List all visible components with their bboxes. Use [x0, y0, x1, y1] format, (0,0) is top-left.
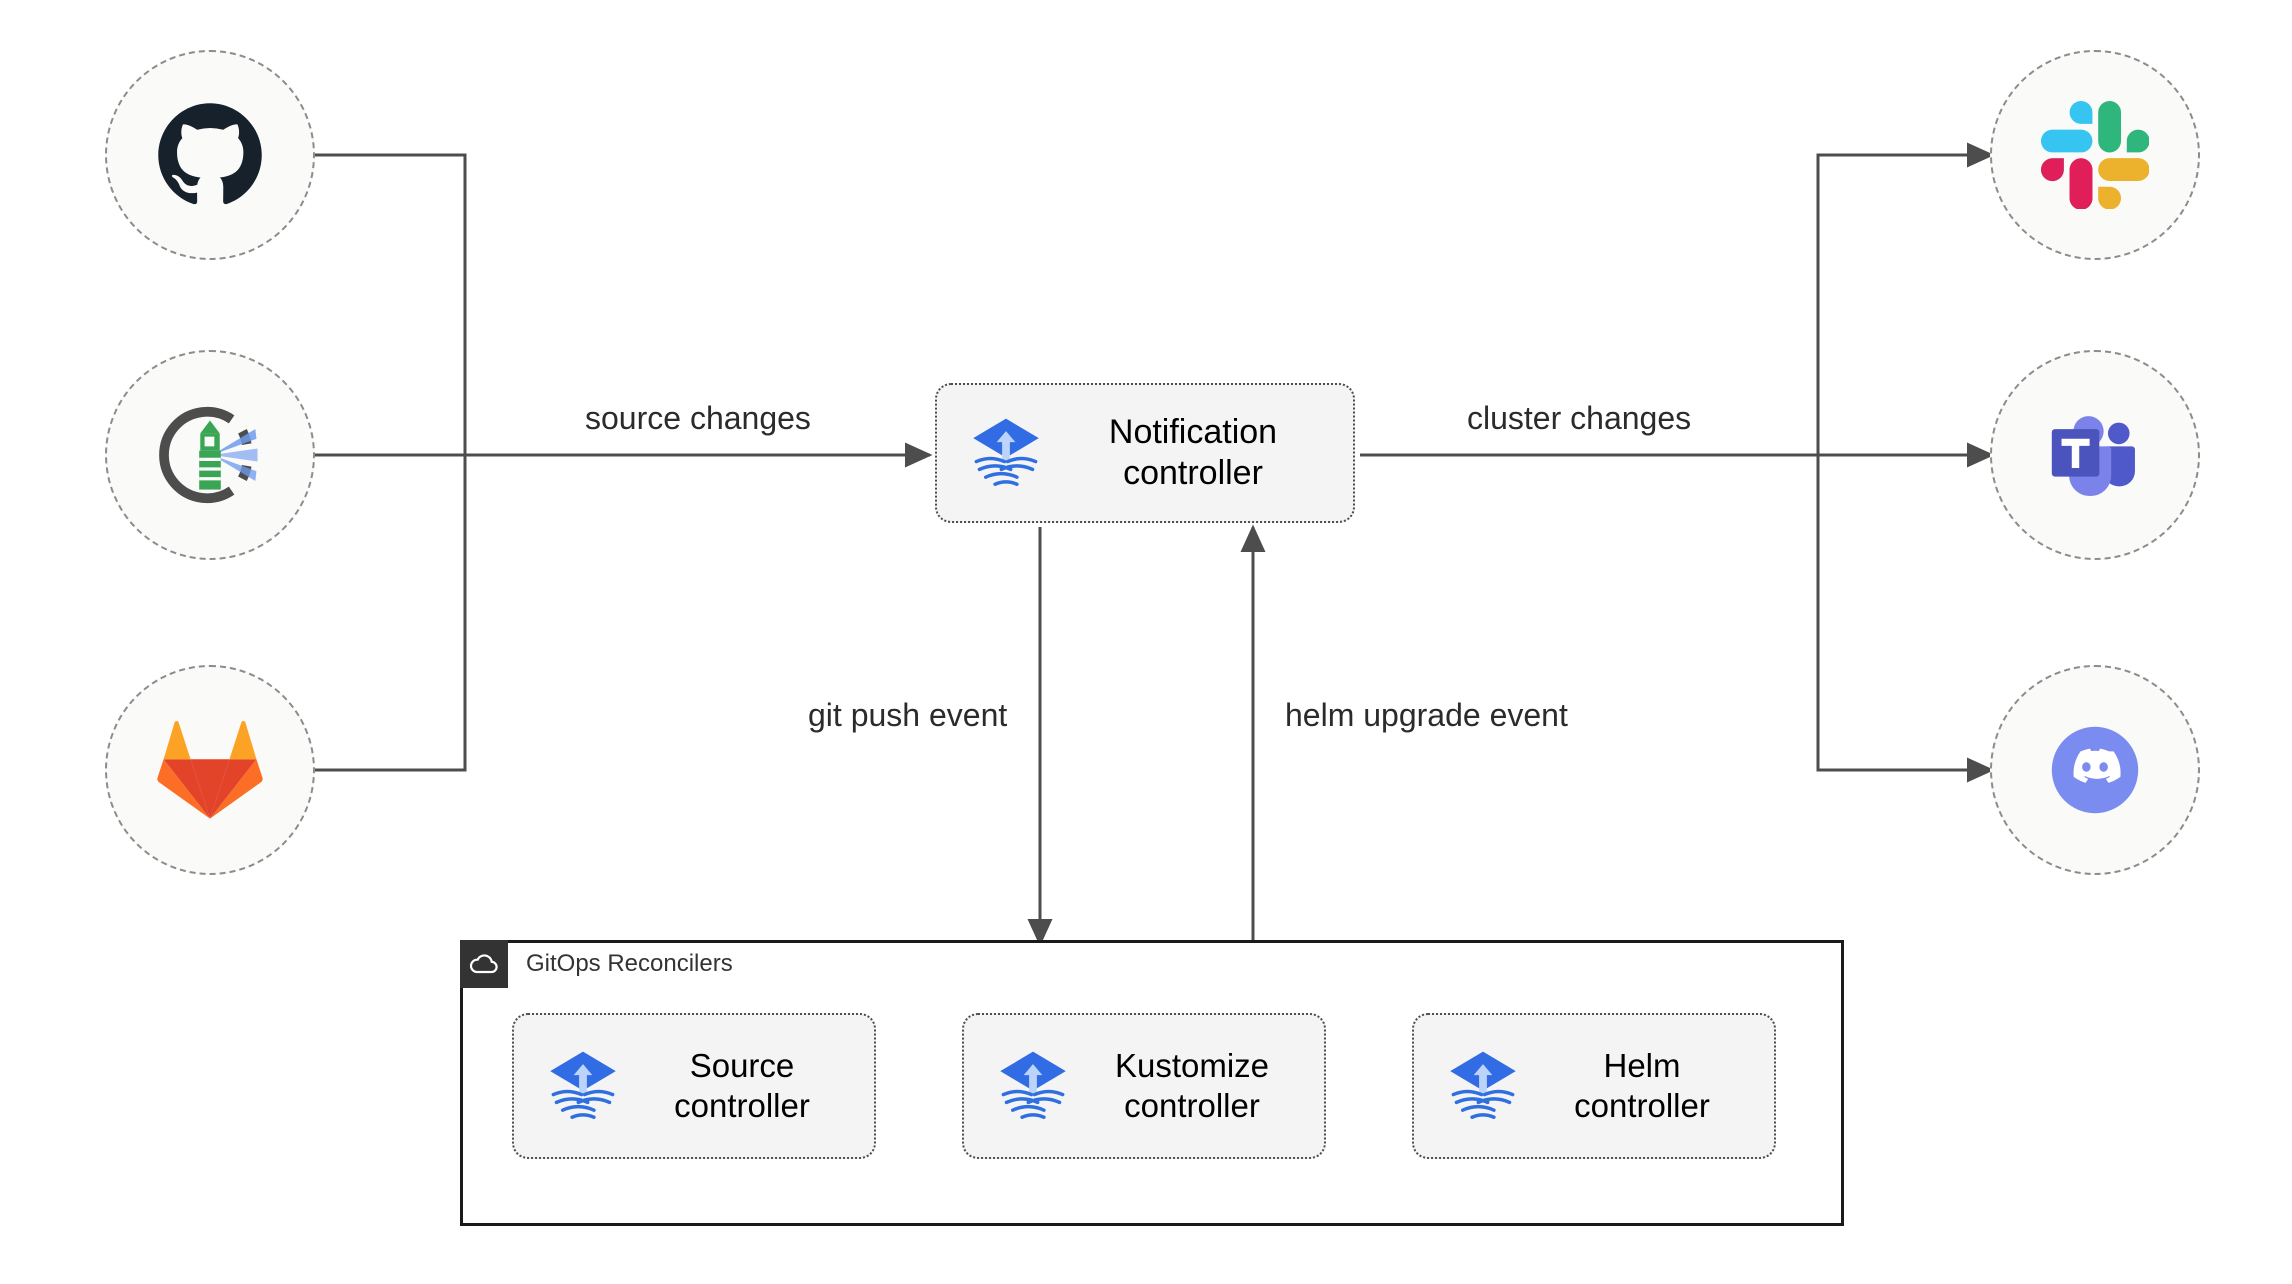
slack-icon — [2041, 101, 2149, 209]
edge-trunk-to-discord — [1816, 455, 1995, 783]
edge-label-git-push-event: git push event — [800, 697, 1016, 734]
source-controller-label: Source controller — [674, 1046, 810, 1124]
github-icon — [158, 103, 262, 205]
source-node-github[interactable] — [105, 50, 315, 260]
notification-controller-label: Notification controller — [1108, 412, 1278, 492]
notification-controller-node[interactable]: Notification controller — [935, 383, 1355, 523]
gitops-reconcilers-title: GitOps Reconcilers — [526, 950, 733, 977]
destination-node-teams[interactable] — [1990, 350, 2200, 560]
cloud-chip — [460, 940, 508, 988]
source-controller-node[interactable]: Source controller — [512, 1013, 876, 1159]
flux-lighthouse-icon — [159, 406, 258, 504]
gitlab-icon — [157, 720, 263, 819]
discord-icon — [2051, 726, 2139, 814]
microsoft-teams-icon — [2051, 416, 2135, 497]
edge-gitlab-to-trunk — [313, 455, 467, 772]
edge-github-to-trunk — [313, 153, 467, 455]
helm-controller-label: Helm controller — [1574, 1046, 1710, 1124]
gitops-reconcilers-header: GitOps Reconcilers — [460, 940, 733, 988]
flux-icon — [550, 1051, 616, 1119]
flux-icon — [1000, 1051, 1066, 1119]
edge-label-helm-upgrade-event: helm upgrade event — [1277, 697, 1576, 734]
destination-node-slack[interactable] — [1990, 50, 2200, 260]
source-node-gitlab[interactable] — [105, 665, 315, 875]
kustomize-controller-node[interactable]: Kustomize controller — [962, 1013, 1326, 1159]
flux-icon — [1450, 1051, 1516, 1119]
helm-controller-node[interactable]: Helm controller — [1412, 1013, 1776, 1159]
edge-trunk-to-slack — [1816, 142, 1995, 455]
source-node-flux[interactable] — [105, 350, 315, 560]
edge-label-source-changes: source changes — [577, 400, 819, 437]
cloud-icon — [469, 954, 498, 974]
flux-icon — [973, 418, 1039, 486]
edge-label-cluster-changes: cluster changes — [1459, 400, 1700, 437]
destination-node-discord[interactable] — [1990, 665, 2200, 875]
kustomize-controller-label: Kustomize controller — [1114, 1046, 1270, 1124]
